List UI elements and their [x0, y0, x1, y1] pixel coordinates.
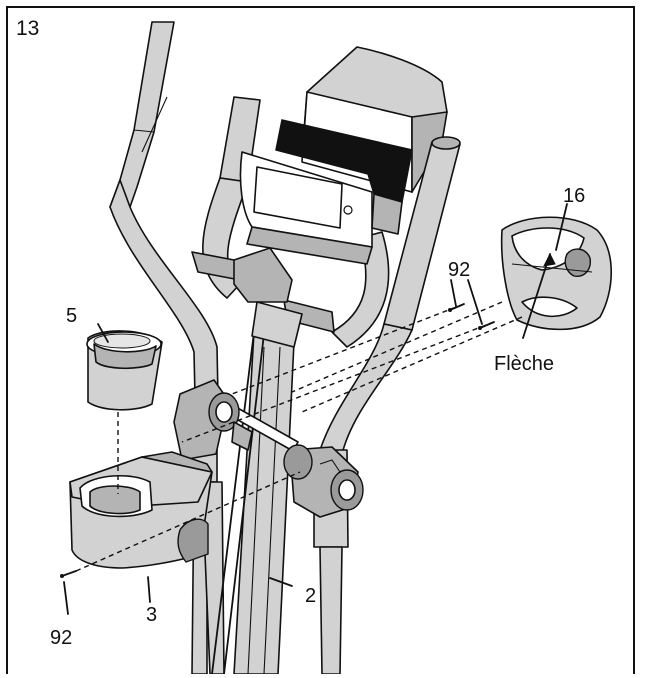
callout-part-3: 3: [146, 604, 158, 626]
cup-part-5: [86, 330, 163, 411]
callout-part-5: 5: [66, 305, 78, 327]
callout-part-92-top: 92: [448, 259, 471, 281]
cup-holder-body: [69, 451, 213, 569]
left-handlebar: [109, 21, 225, 674]
callout-part-2: 2: [305, 585, 317, 607]
bracket-part-16: [500, 216, 613, 331]
callout-part-92-bottom: 92: [50, 627, 73, 649]
axle-assembly: [173, 379, 364, 518]
callout-arrow-word: Flèche: [494, 353, 555, 375]
inner-handlebars: [191, 96, 390, 348]
assembly-lines: [75, 301, 523, 572]
upright-post: [211, 331, 295, 674]
step-number: 13: [16, 17, 40, 40]
console: [233, 46, 448, 348]
leader-lines: [63, 203, 568, 615]
callout-part-16: 16: [563, 185, 586, 207]
assembly-illustration: .ln { stroke:#111; stroke-width:1.8; fil…: [60, 21, 613, 674]
diagram-frame: .ln { stroke:#111; stroke-width:1.8; fil…: [6, 6, 635, 674]
